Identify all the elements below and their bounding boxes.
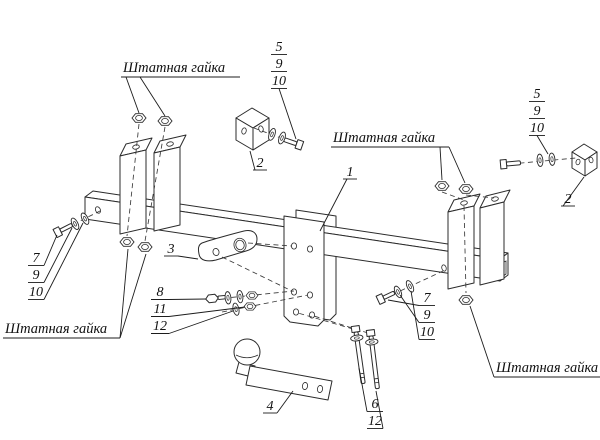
- leader-line: [43, 227, 73, 283]
- washer-10: [276, 130, 288, 146]
- leader-line: [43, 222, 84, 300]
- beam-bolt-hole-right: [441, 264, 447, 272]
- fasteners: [52, 113, 556, 390]
- standard-nut: [458, 184, 474, 194]
- leader-line: [448, 146, 466, 184]
- leader-line: [562, 176, 585, 207]
- callout-5-top: 5: [276, 40, 283, 55]
- leader-line: [43, 234, 58, 266]
- callout-1: 1: [347, 165, 354, 180]
- standard-nut: [157, 116, 173, 126]
- leader-line: [536, 135, 549, 155]
- callout-7-left: 7: [33, 251, 41, 266]
- callout-10-left: 10: [29, 285, 43, 300]
- center-bracket-front-plate: [283, 215, 325, 327]
- callout-10-right: 10: [530, 121, 544, 136]
- washer-12: [349, 333, 364, 343]
- angle-bracket-right: [571, 143, 598, 177]
- leader-line: [119, 253, 147, 339]
- tow-ball: [233, 338, 261, 366]
- bolt-7-right: [375, 290, 396, 305]
- callout-texts: Штатная гайка Штатная гайка Штатная гайк…: [4, 40, 598, 429]
- leader-line: [177, 255, 199, 260]
- leader-line: [439, 146, 443, 181]
- washer-10: [548, 152, 556, 167]
- leader-line: [125, 76, 140, 114]
- callout-lines: [3, 54, 600, 429]
- label-standard-nut-mid-right: Штатная гайка: [332, 130, 435, 146]
- leader-line: [387, 299, 420, 306]
- leader-line: [168, 310, 234, 334]
- washer-12: [236, 289, 244, 304]
- callout-2-left: 2: [257, 156, 264, 171]
- callout-4: 4: [267, 399, 274, 414]
- angle-bracket-left: [235, 107, 270, 151]
- callout-11: 11: [154, 302, 167, 317]
- leader-line: [469, 305, 495, 378]
- callout-9-right: 9: [534, 104, 541, 119]
- callout-10-top: 10: [272, 74, 286, 89]
- washer-9: [536, 153, 544, 168]
- leader-line: [119, 248, 129, 339]
- leader-line: [399, 294, 420, 323]
- bolt-5-top: [283, 137, 305, 151]
- callout-3: 3: [167, 242, 175, 257]
- callout-6: 6: [372, 397, 379, 412]
- washer-12: [224, 290, 232, 305]
- leader-line: [410, 290, 420, 340]
- callout-7-rightside: 7: [424, 291, 432, 306]
- washer-10: [404, 279, 416, 294]
- label-standard-nut-top-left: Штатная гайка: [122, 60, 225, 76]
- nut-11: [243, 302, 257, 311]
- callout-9-rightside: 9: [424, 308, 431, 323]
- leader-line: [168, 298, 207, 300]
- standard-nut: [119, 237, 135, 247]
- leader-line: [249, 150, 256, 171]
- bolt-5-right: [499, 158, 522, 170]
- callout-10-rightside: 10: [420, 325, 434, 340]
- callout-12-bottom: 12: [368, 414, 382, 429]
- leader-line: [375, 390, 384, 429]
- callout-5-right: 5: [534, 87, 541, 102]
- bolt-6: [350, 325, 366, 385]
- lock-plate: [197, 230, 258, 262]
- leader-line: [358, 367, 368, 412]
- bolt-6: [365, 329, 380, 390]
- label-standard-nut-bottom-right: Штатная гайка: [495, 360, 598, 376]
- label-standard-nut-bottom-left: Штатная гайка: [4, 321, 107, 337]
- standard-nut: [131, 113, 147, 123]
- callout-2-right: 2: [565, 192, 572, 207]
- leader-line: [319, 178, 348, 232]
- standard-nut: [434, 181, 450, 191]
- callout-9-left: 9: [33, 268, 40, 283]
- bolt-7-left: [52, 223, 73, 239]
- leader-line: [276, 390, 294, 414]
- leader-line: [139, 76, 166, 117]
- standard-nut: [137, 242, 153, 252]
- leader-line: [278, 88, 297, 140]
- callout-9-top: 9: [276, 57, 283, 72]
- beam-bracket-left: [119, 134, 187, 235]
- leader-line: [168, 306, 246, 317]
- washer-12: [364, 337, 379, 347]
- nut-11: [245, 291, 259, 300]
- tow-ball-arm: [233, 338, 333, 401]
- callout-12: 12: [153, 319, 167, 334]
- washer-12: [231, 302, 241, 317]
- beam-bracket-right: [447, 189, 511, 290]
- bolt-8: [205, 293, 227, 304]
- standard-nut: [458, 295, 474, 305]
- callout-8: 8: [157, 285, 164, 300]
